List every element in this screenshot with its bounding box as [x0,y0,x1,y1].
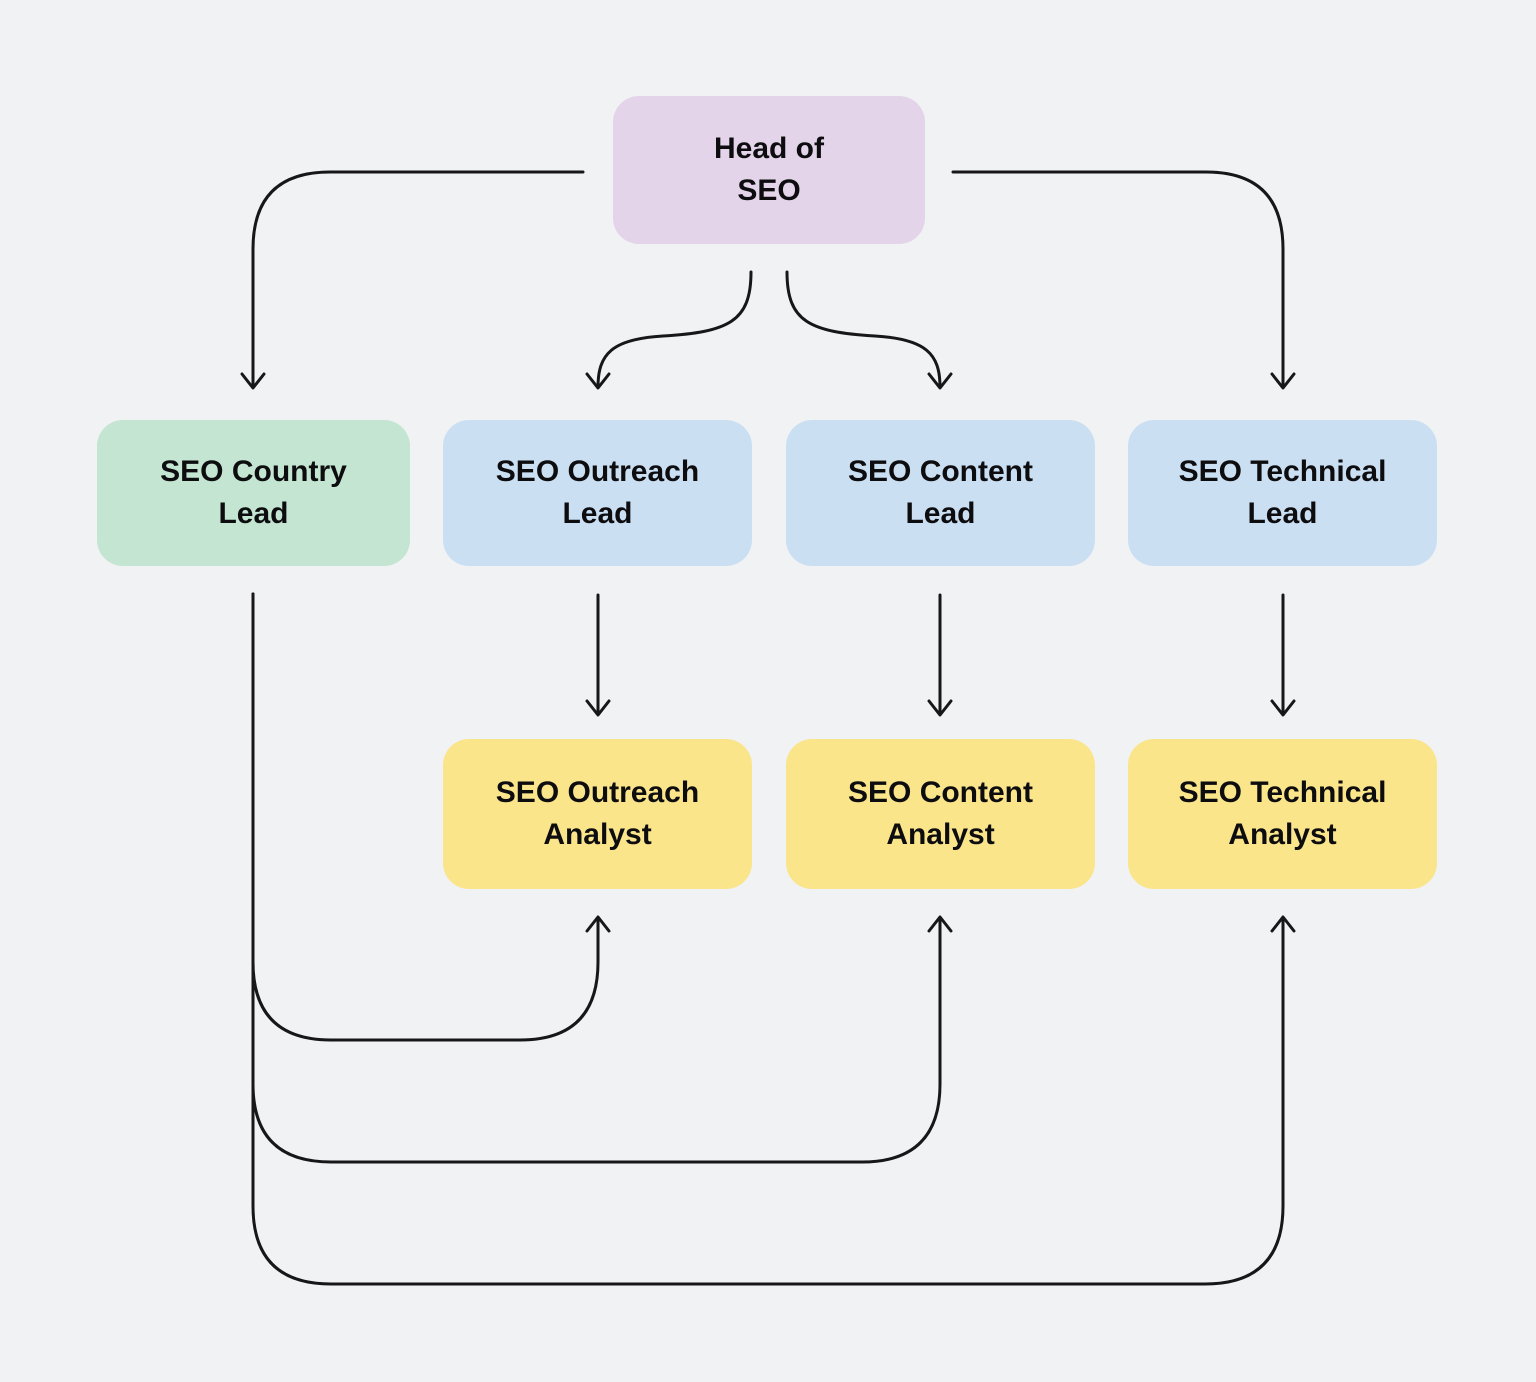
edge-head-of-seo-to-seo-content-lead [785,270,953,390]
arrowhead-down-icon [927,699,953,717]
node-seo-technical-analyst: SEO Technical Analyst [1128,739,1437,889]
node-head-of-seo: Head of SEO [613,96,925,244]
node-seo-outreach-analyst: SEO Outreach Analyst [443,739,752,889]
edge-seo-country-lead-to-seo-outreach-analyst [251,592,611,1042]
arrowhead-down-icon [1270,699,1296,717]
arrowhead-down-icon [1270,372,1296,390]
arrowhead-down-icon [240,372,266,390]
edge-seo-technical-lead-to-seo-technical-analyst [1270,593,1296,717]
node-seo-content-lead: SEO Content Lead [786,420,1095,566]
arrowhead-down-icon [927,372,953,390]
arrowhead-up-icon [927,915,953,933]
edge-head-of-seo-to-seo-country-lead [240,170,585,390]
node-seo-country-lead: SEO Country Lead [97,420,410,566]
edge-seo-outreach-lead-to-seo-outreach-analyst [585,593,611,717]
edge-seo-content-lead-to-seo-content-analyst [927,593,953,717]
arrowhead-down-icon [585,699,611,717]
node-seo-technical-lead: SEO Technical Lead [1128,420,1437,566]
arrowhead-down-icon [585,372,611,390]
arrowhead-up-icon [585,915,611,933]
node-seo-outreach-lead: SEO Outreach Lead [443,420,752,566]
node-seo-content-analyst: SEO Content Analyst [786,739,1095,889]
edge-head-of-seo-to-seo-technical-lead [951,170,1296,390]
edge-head-of-seo-to-seo-outreach-lead [585,270,753,390]
edge-seo-country-lead-to-seo-technical-analyst [251,592,1296,1286]
edge-seo-country-lead-to-seo-content-analyst [251,592,953,1164]
arrowhead-up-icon [1270,915,1296,933]
